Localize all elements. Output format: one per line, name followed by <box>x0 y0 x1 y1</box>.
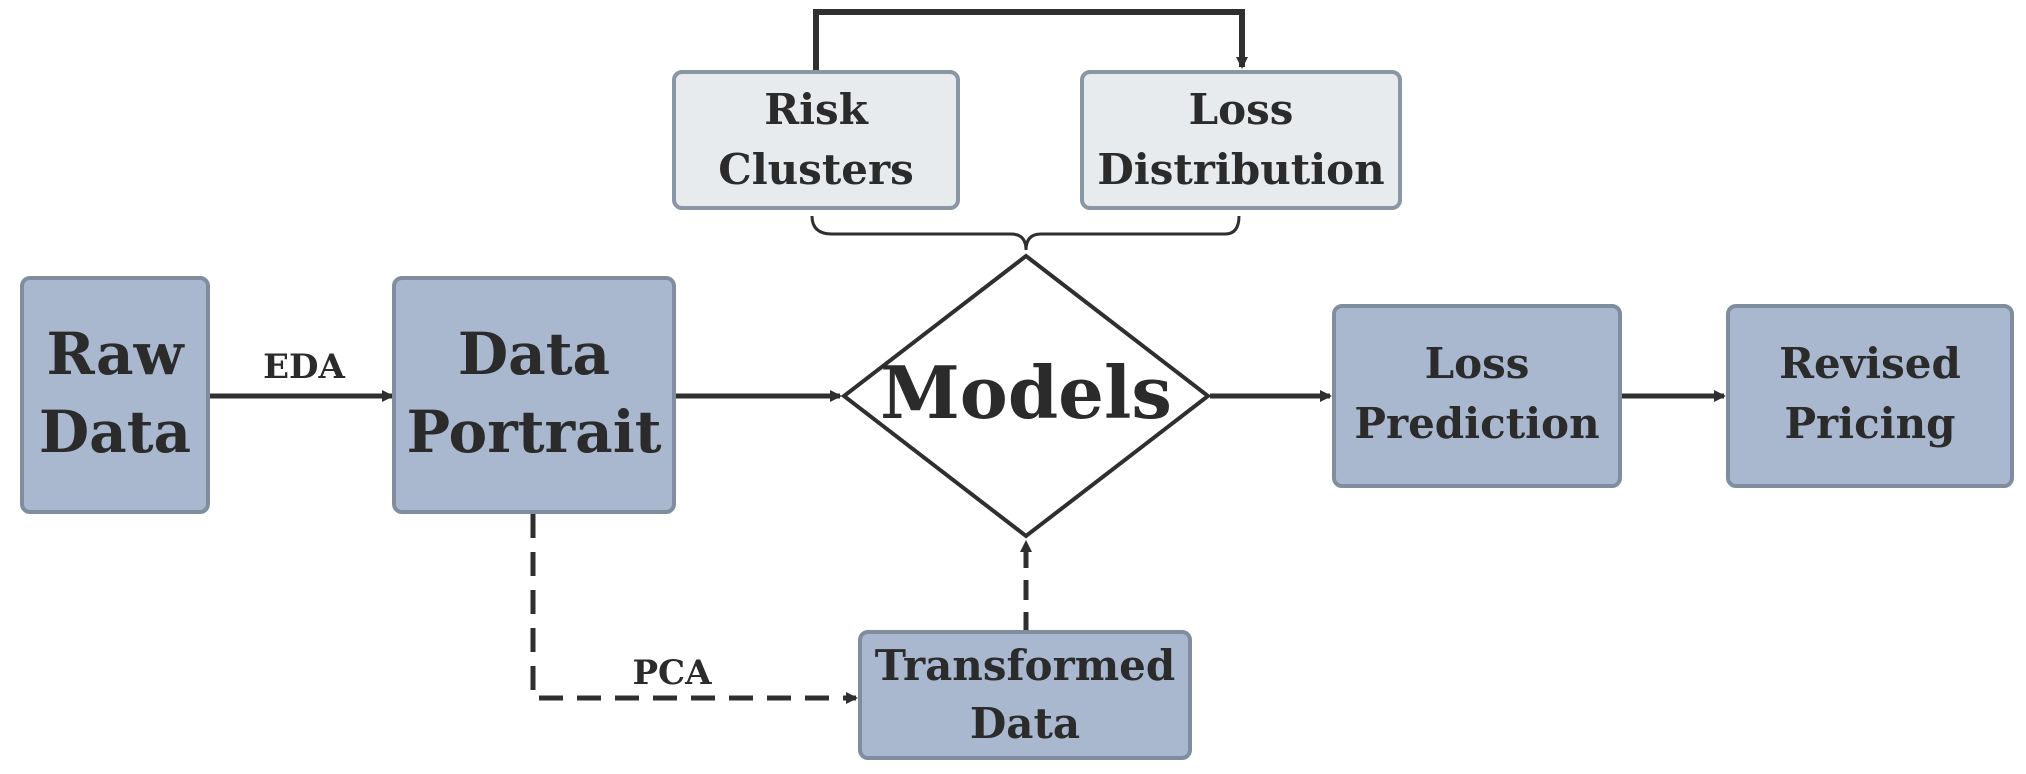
risk-clusters-line2: Clusters <box>718 145 913 194</box>
portrait-to-transformed-arrow <box>530 514 858 704</box>
transformed-data-node[interactable]: Transformed Data <box>858 630 1192 760</box>
loss-prediction-line1: Loss <box>1425 339 1530 388</box>
revised-pricing-line2: Pricing <box>1784 399 1955 448</box>
data-portrait-line1: Data <box>458 320 610 388</box>
eda-label: EDA <box>263 347 345 387</box>
revised-pricing-line1: Revised <box>1779 339 1961 388</box>
revised-pricing-node[interactable]: Revised Pricing <box>1726 304 2014 488</box>
pca-label: PCA <box>632 653 712 693</box>
models-label: Models <box>880 350 1172 435</box>
data-portrait-line2: Portrait <box>406 398 661 466</box>
risk-clusters-line1: Risk <box>764 85 869 134</box>
risk-to-loss-distribution-arrow <box>813 9 1248 70</box>
raw-data-line1: Raw <box>46 320 185 388</box>
loss-prediction-node[interactable]: Loss Prediction <box>1332 304 1622 488</box>
transformed-data-line2: Data <box>970 699 1080 748</box>
raw-data-node[interactable]: Raw Data <box>20 276 210 514</box>
models-node[interactable]: Models <box>840 253 1212 539</box>
loss-distribution-line1: Loss <box>1189 85 1294 134</box>
models-brace <box>810 215 1241 251</box>
loss-distribution-node[interactable]: Loss Distribution <box>1080 70 1402 210</box>
loss-prediction-line2: Prediction <box>1354 399 1599 448</box>
raw-data-line2: Data <box>39 398 191 466</box>
data-portrait-node[interactable]: Data Portrait <box>392 276 676 514</box>
loss-distribution-line2: Distribution <box>1097 145 1384 194</box>
transformed-data-line1: Transformed <box>875 641 1175 690</box>
risk-clusters-node[interactable]: Risk Clusters <box>672 70 960 210</box>
